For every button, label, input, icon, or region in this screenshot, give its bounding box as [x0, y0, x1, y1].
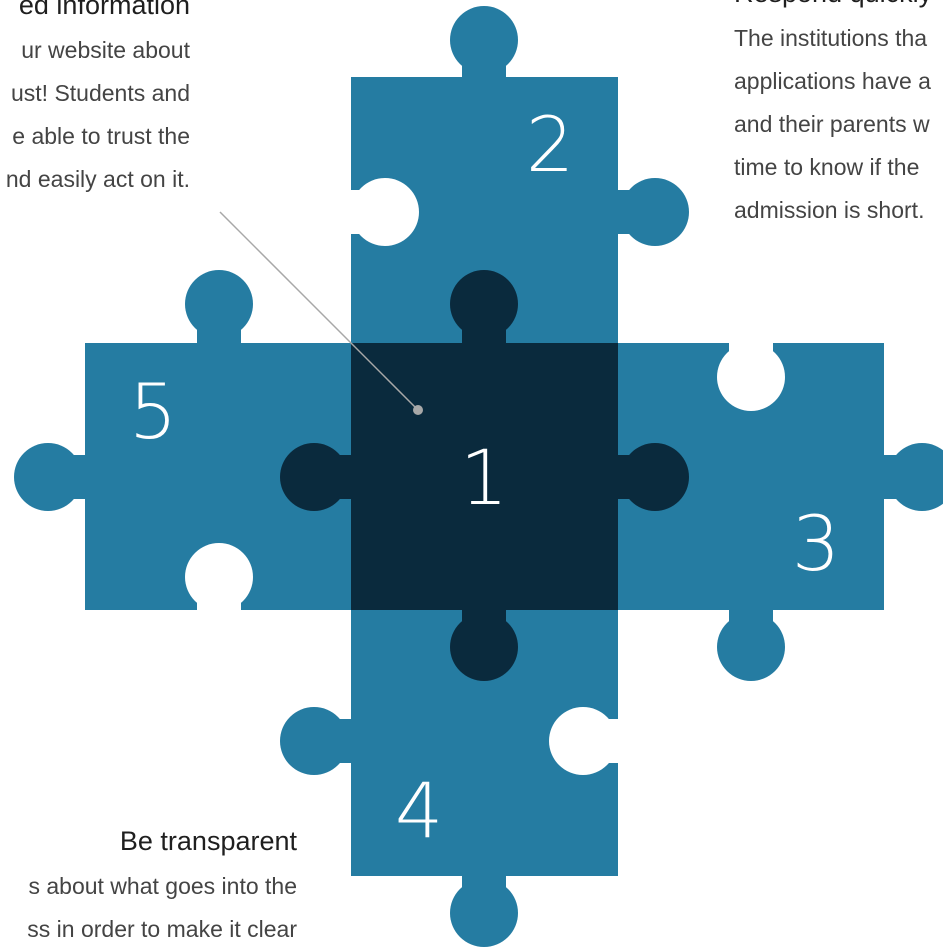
- piece-5-label: 5: [129, 367, 177, 456]
- block-line: e able to trust the: [12, 123, 190, 149]
- puzzle-notch-3: [717, 343, 785, 411]
- puzzle-labels: 1 2 3 4 5: [129, 100, 840, 855]
- piece-2-label: 2: [526, 100, 574, 189]
- puzzle-notch-2-neck: [349, 190, 365, 234]
- block-line: and their parents w: [734, 111, 930, 137]
- block-title: Be transparent: [119, 826, 297, 856]
- block-line: The institutions tha: [734, 25, 928, 51]
- block-line: admission is short.: [734, 197, 925, 223]
- piece-1-label: 1: [460, 433, 508, 522]
- pointer-dot: [413, 405, 423, 415]
- puzzle-piece-4: [280, 608, 618, 947]
- block-line: ss in order to make it clear: [27, 916, 297, 942]
- block-line: s about what goes into the: [28, 873, 297, 899]
- puzzle-piece-2: [351, 6, 689, 345]
- puzzle-notch-2: [351, 178, 419, 246]
- piece-3-label: 3: [792, 499, 840, 588]
- block-title: ed information: [18, 0, 190, 20]
- block-line: ur website about: [21, 37, 190, 63]
- block-line: time to know if the: [734, 154, 920, 180]
- block-line: applications have a: [734, 68, 931, 94]
- block-title: Respond quickly: [734, 0, 932, 9]
- puzzle-piece-5: [14, 270, 353, 610]
- puzzle-shapes: [14, 6, 943, 947]
- block-line: ust! Students and: [10, 80, 190, 106]
- piece-4-label: 4: [395, 766, 443, 855]
- puzzle-notch-5-neck: [197, 594, 241, 612]
- puzzle-notch-4-neck: [600, 719, 620, 763]
- puzzle-notch-3-neck: [729, 341, 773, 359]
- text-block-top-left: ed information ur website about ust! Stu…: [6, 0, 190, 201]
- block-line: nd easily act on it.: [5, 166, 190, 192]
- text-block-top-right: Respond quickly The institutions tha app…: [734, 0, 932, 232]
- pointer-line: [219, 211, 419, 411]
- text-block-bottom-left: Be transparent s about what goes into th…: [27, 826, 297, 951]
